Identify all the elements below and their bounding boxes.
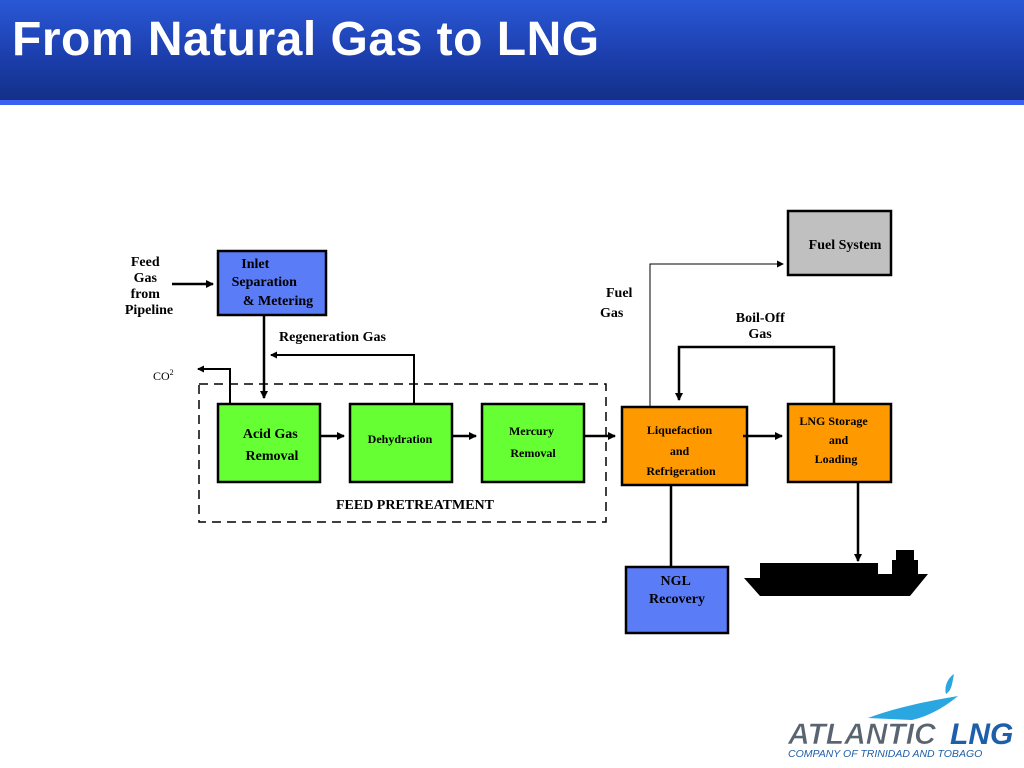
- logo-swoosh-icon: [868, 696, 958, 720]
- feed-gas-label: Feed Gas from Pipeline: [125, 255, 173, 318]
- inlet-separation-box: [216, 249, 328, 317]
- liquefaction-label: Liquefaction and Refrigeration: [646, 423, 716, 478]
- boil-off-gas-label: Boil-Off Gas: [736, 311, 789, 342]
- dehydration-label: Dehydration: [368, 432, 433, 446]
- acid-gas-removal-label: Acid Gas Removal: [243, 427, 301, 464]
- ngl-recovery-label: NGL Recovery: [649, 574, 705, 607]
- lng-tanker-ship-icon: [744, 550, 928, 596]
- co2-label: CO2: [153, 368, 174, 383]
- regeneration-gas-arrow: [270, 351, 415, 404]
- feed-pretreatment-label: FEED PRETREATMENT: [336, 498, 495, 513]
- logo-name-lng: LNG: [950, 718, 1013, 751]
- logo-flame-icon: [945, 674, 954, 694]
- atlantic-lng-logo: ATLANTIC LNG COMPANY OF TRINIDAD AND TOB…: [787, 674, 1013, 760]
- regeneration-gas-label: Regeneration Gas: [279, 330, 386, 345]
- header-bar: [0, 0, 1024, 100]
- fuel-system-label: Fuel System: [809, 238, 882, 253]
- dehydration-box: [348, 402, 454, 484]
- co2-arrow: [197, 365, 231, 404]
- lng-storage-box: [786, 402, 893, 484]
- inlet-separation-label: Inlet Separation & Metering: [232, 257, 314, 309]
- liquefaction-box: [620, 405, 749, 487]
- logo-name-atlantic: ATLANTIC: [787, 718, 937, 751]
- page-title: From Natural Gas to LNG: [12, 13, 600, 66]
- header-underline: [0, 100, 1024, 105]
- fuel-gas-arrow: [649, 260, 784, 407]
- ngl-recovery-box: [624, 565, 730, 635]
- fuel-system-box: [786, 209, 893, 277]
- mercury-removal-label: Mercury Removal: [509, 424, 557, 460]
- feed-pretreatment-region: [198, 383, 607, 523]
- mercury-removal-box: [480, 402, 586, 484]
- boil-off-gas-arrow: [675, 345, 836, 404]
- acid-gas-removal-box: [216, 402, 322, 484]
- logo-subtitle: COMPANY OF TRINIDAD AND TOBAGO: [788, 748, 982, 760]
- lng-storage-label: LNG Storage and Loading: [799, 414, 870, 466]
- fuel-gas-label: Fuel Gas: [600, 286, 636, 321]
